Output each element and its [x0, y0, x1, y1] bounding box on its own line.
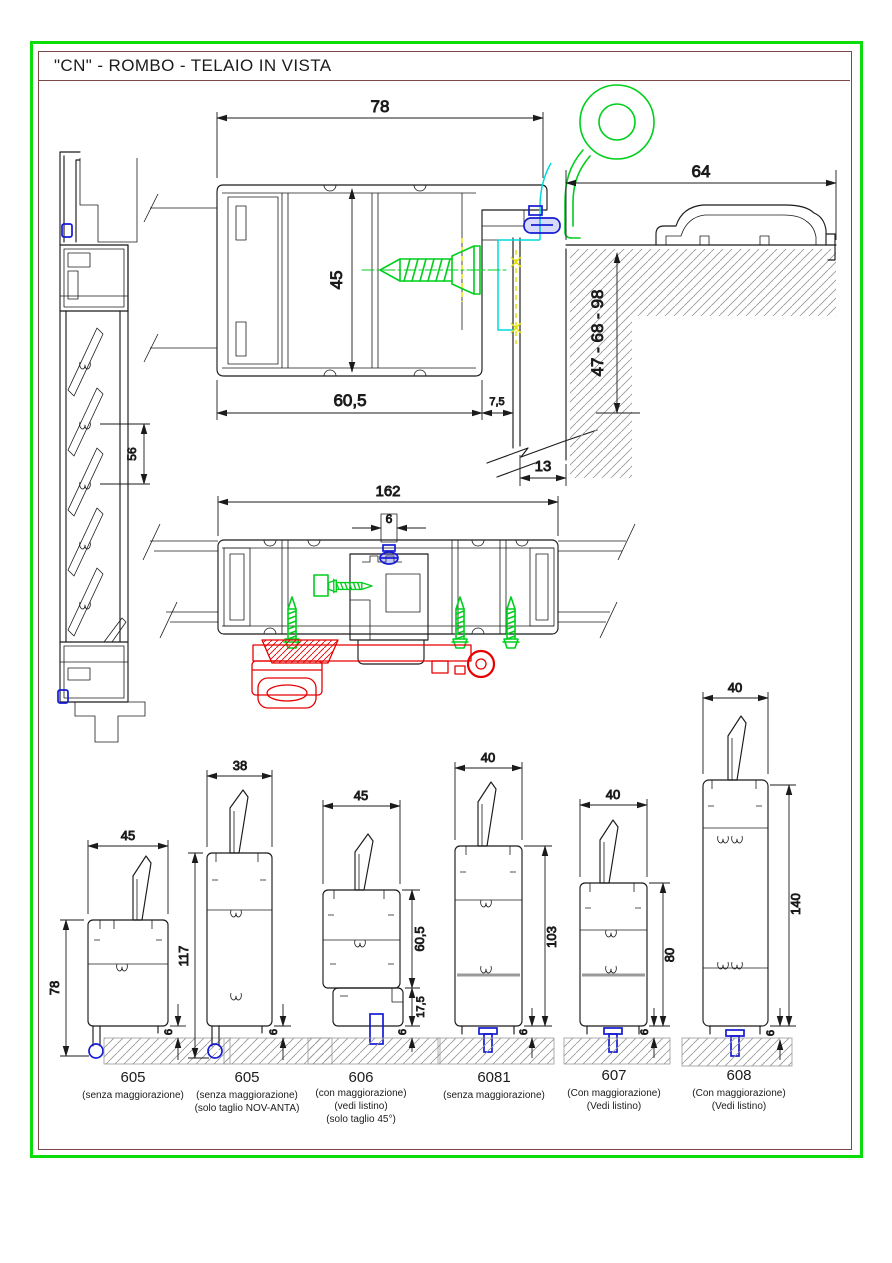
- dim-cover-width: 64: [565, 162, 837, 240]
- side-elevation-section: 56: [57, 151, 150, 743]
- profile-6081: 40 103 6 6081 (senza maggiorazione): [437, 750, 559, 1101]
- dim-label-slat-pitch: 56: [125, 447, 139, 461]
- profile-code: 605: [234, 1069, 259, 1086]
- dim-label-plan-width: 162: [375, 483, 400, 500]
- profile-note: (solo taglio 45°): [326, 1114, 396, 1125]
- profile-code: 6081: [477, 1069, 510, 1086]
- dim-frame-height: 45: [327, 188, 356, 373]
- shutter-slats: [67, 327, 104, 637]
- head-jamb-section: 78 64 45 60,5 7,5 13: [143, 84, 837, 486]
- dim-label: 45: [121, 828, 135, 843]
- profile-606: 45 60,5 17,5 6 606 (con maggiorazione) (…: [307, 788, 441, 1125]
- profile-note: (vedi listino): [334, 1101, 387, 1112]
- dim-label-center-gap: 6: [386, 512, 393, 526]
- assembly-screws: [283, 574, 520, 649]
- profile-605-a: 45 78 6 605 (senza maggiorazione): [47, 828, 231, 1101]
- dim-label: 45: [354, 788, 368, 803]
- dim-label: 117: [176, 946, 191, 967]
- dim-label: 40: [728, 680, 742, 695]
- leaf-clip-icon: [379, 544, 399, 565]
- dim-label: 60,5: [412, 926, 427, 951]
- dim-label: 40: [481, 750, 495, 765]
- dim-label-cover-width: 64: [692, 162, 711, 181]
- dim-label: 40: [606, 787, 620, 802]
- dim-center-gap: 6: [352, 512, 426, 532]
- profile-note: (Con maggiorazione): [692, 1088, 785, 1099]
- title-bar: "CN" - ROMBO - TELAIO IN VISTA: [38, 51, 850, 81]
- profile-note: (con maggiorazione): [315, 1088, 406, 1099]
- profile-note: (senza maggiorazione): [82, 1090, 184, 1101]
- profile-note: (Con maggiorazione): [567, 1088, 660, 1099]
- dim-label: 6: [639, 1029, 651, 1035]
- dim-label: 103: [544, 926, 559, 948]
- guide-strap-icon: [497, 162, 552, 331]
- profile-607: 40 80 6 607 (Con maggiorazione) (Vedi li…: [563, 787, 677, 1112]
- profile-note: (senza maggiorazione): [443, 1090, 545, 1101]
- fixing-clip-icon: [523, 205, 561, 234]
- dim-label-overall-width: 78: [371, 97, 390, 116]
- fixing-anchor-icon: [57, 223, 73, 704]
- profile-note: (senza maggiorazione): [196, 1090, 298, 1101]
- dim-label: 6: [518, 1029, 530, 1035]
- dim-label-frame-width: 60,5: [333, 391, 366, 410]
- dim-slat-pitch: 56: [100, 423, 150, 485]
- profile-code: 607: [601, 1067, 626, 1084]
- dim-label-wall-depth: 47 - 68 - 98: [588, 290, 607, 377]
- dim-label: 17,5: [415, 996, 427, 1017]
- dim-label: 140: [788, 893, 803, 915]
- dim-plan-width: 162: [217, 483, 559, 536]
- dim-wall-gap: 13: [519, 455, 567, 486]
- profile-note: (solo taglio NOV-ANTA): [195, 1103, 300, 1114]
- dim-label: 80: [662, 948, 677, 962]
- dim-label: 6: [268, 1029, 280, 1035]
- cover-profile: [655, 204, 836, 261]
- dim-label: 6: [397, 1029, 409, 1035]
- dim-wall-depth: 47 - 68 - 98: [588, 252, 640, 414]
- profile-608: 40 140 6 608 (Con maggiorazione) (Vedi l…: [681, 680, 803, 1112]
- sheet-inner-frame: [38, 51, 852, 1150]
- profile-gallery: 45 78 6 605 (senza maggiorazione): [47, 680, 804, 1125]
- dim-overall-width: 78: [216, 97, 544, 178]
- profile-note: (Vedi listino): [587, 1101, 641, 1112]
- dim-label-fin-offset: 7,5: [489, 396, 504, 408]
- profile-code: 608: [726, 1067, 751, 1084]
- sheet-green-frame: [30, 41, 863, 1158]
- profile-note: (Vedi listino): [712, 1101, 766, 1112]
- dim-frame-width: 60,5 7,5: [216, 380, 514, 448]
- gasket-icon: [461, 238, 522, 344]
- dim-label: 78: [47, 981, 62, 995]
- page-title: "CN" - ROMBO - TELAIO IN VISTA: [54, 55, 332, 75]
- roller-coil-icon: [564, 84, 655, 239]
- profile-code: 606: [348, 1069, 373, 1086]
- dim-label: 6: [163, 1029, 175, 1035]
- profile-code: 605: [120, 1069, 145, 1086]
- dim-label-wall-gap: 13: [535, 458, 552, 475]
- dim-label-frame-height: 45: [327, 271, 346, 290]
- sliding-plan-section: 162 6: [142, 483, 636, 709]
- screw-icon: [361, 245, 507, 295]
- dim-label: 6: [765, 1030, 777, 1036]
- dim-label: 38: [233, 758, 247, 773]
- carriage-hardware: [251, 639, 496, 709]
